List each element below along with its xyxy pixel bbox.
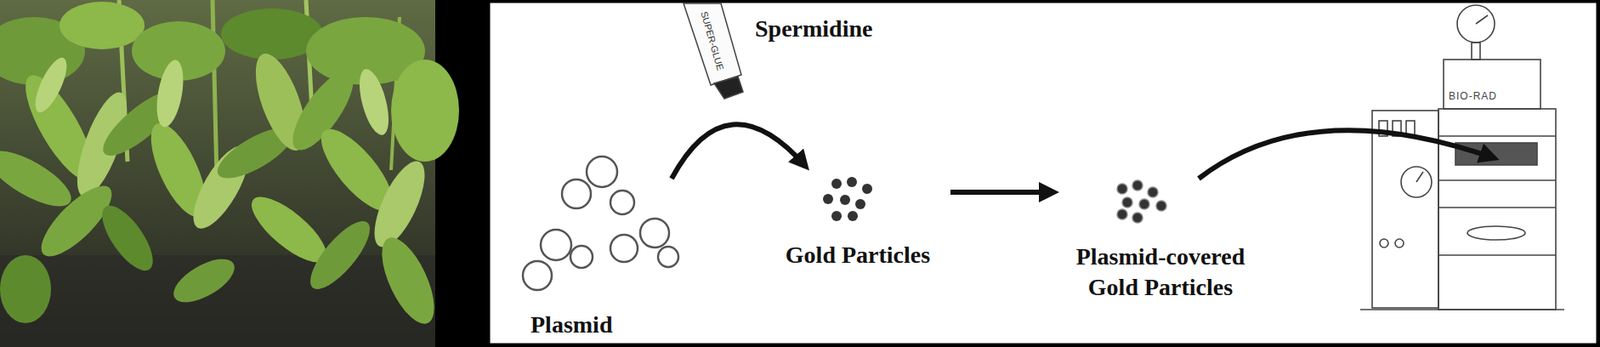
node-text: Plasmid-covered Gold Particles: [1054, 241, 1267, 303]
panel: [488, 1, 1598, 345]
reagent-label: Spermidine: [754, 13, 873, 45]
step-node: Plasmid-covered Gold Particles: [1054, 178, 1267, 305]
flow-arrow: [1198, 130, 1495, 179]
gene-gun-node: BIO-RAD: [1438, 85, 1556, 312]
plasmid-rings: [522, 156, 679, 290]
step-node: Gold Particles: [765, 166, 951, 273]
gold-particles: [822, 176, 873, 222]
flow-arrow: [950, 189, 1055, 195]
coated-particles: [1117, 180, 1167, 223]
flow-arrow: [671, 124, 806, 179]
node-text: Plasmid: [530, 309, 613, 341]
step-node: Plasmid: [520, 153, 672, 342]
node-text: BIO-RAD: [1448, 90, 1498, 103]
node-text: Gold Particles: [785, 239, 931, 271]
gene-gun-sketch: [1360, 5, 1565, 310]
moss-photo: [0, 0, 460, 347]
